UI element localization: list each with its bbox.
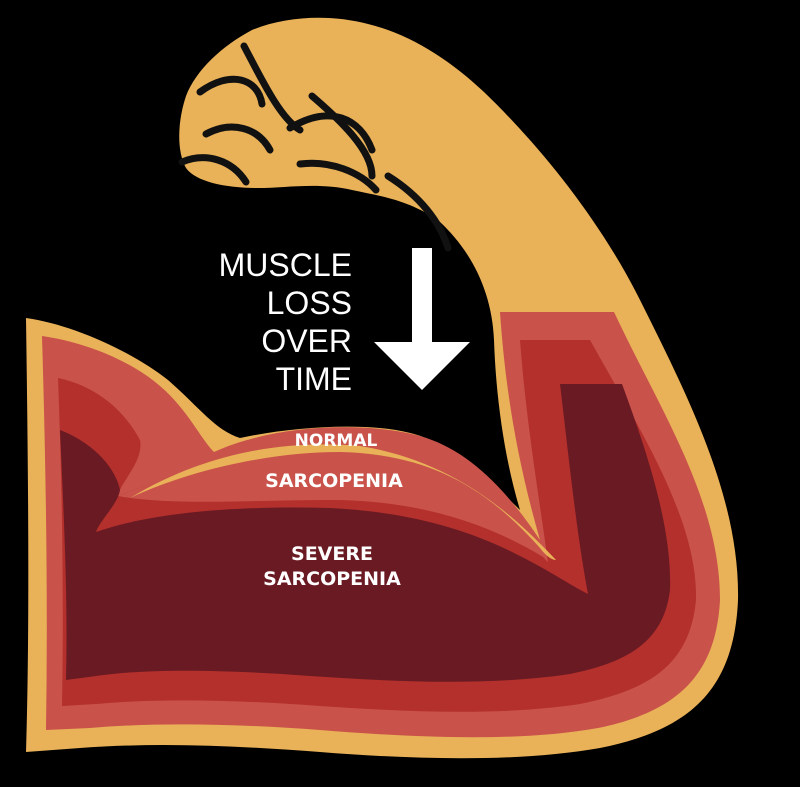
- finger-line-1: [196, 75, 266, 108]
- knuckle-line-2: [296, 159, 380, 194]
- title-line-2: LOSS: [267, 285, 352, 321]
- title: MUSCLE LOSS OVER TIME: [219, 247, 352, 397]
- label-normal: NORMAL: [295, 431, 378, 451]
- finger-line-4: [178, 154, 250, 186]
- label-sarcopenia: SARCOPENIA: [265, 470, 403, 492]
- title-line-1: MUSCLE: [219, 247, 352, 283]
- title-line-3: OVER: [261, 323, 352, 359]
- layer-labels: NORMAL SARCOPENIA SEVERE SARCOPENIA: [263, 431, 403, 590]
- label-severe-line-2: SARCOPENIA: [263, 568, 401, 590]
- layer-severe: [60, 384, 671, 682]
- arrow-shape: [374, 248, 470, 390]
- label-severe-line-1: SEVERE: [291, 543, 373, 565]
- layer-sarcopenia-inner-band: [118, 460, 548, 560]
- clenched-fist-icon: [178, 42, 452, 252]
- title-line-4: TIME: [276, 361, 352, 397]
- wrist-line: [384, 172, 452, 252]
- finger-line-3: [202, 123, 274, 154]
- muscle-layers: [42, 312, 720, 738]
- down-arrow-icon: [374, 248, 470, 390]
- knuckle-line-1: [308, 92, 376, 180]
